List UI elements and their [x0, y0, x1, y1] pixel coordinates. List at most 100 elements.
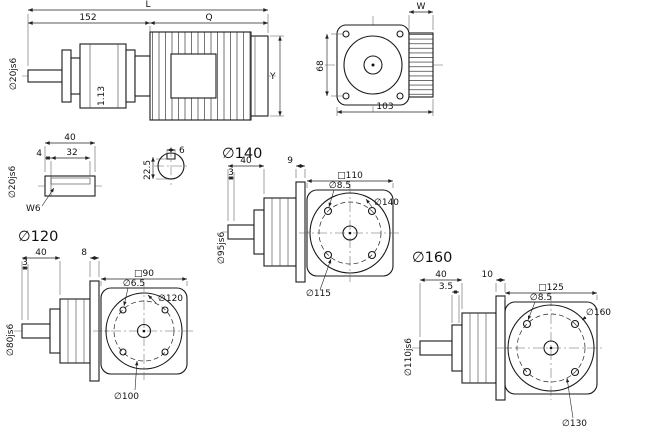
- shaft-body: [44, 175, 96, 197]
- dim-outer: ∅120: [158, 294, 183, 304]
- ext-lines: [21, 261, 100, 320]
- dim-outer: ∅140: [374, 198, 399, 208]
- dim-width: 6: [179, 146, 185, 156]
- dim-3: 3: [22, 258, 28, 268]
- ext-lines-square: [504, 295, 598, 300]
- ext-lines: [419, 283, 506, 337]
- ext-lines-square: [306, 183, 394, 188]
- dim-spigot: ∅110js6: [404, 338, 414, 376]
- outer-leader: [147, 294, 157, 304]
- dim-40: 40: [435, 270, 447, 280]
- bolt-hole: [396, 92, 404, 100]
- hub: [451, 324, 463, 372]
- motor-rear-view: W 68 103: [316, 2, 446, 116]
- flange-120-group: ∅120 40 8 3 ∅80js6 □90 ∅6.5 ∅120 ∅100: [6, 229, 195, 402]
- shaft-circle: [136, 323, 152, 339]
- fan-cover: [250, 35, 269, 117]
- bolt-hole: [570, 367, 580, 377]
- dim-bolt-hole: ∅6.5: [123, 279, 145, 289]
- key-label: W6: [26, 204, 41, 214]
- dim-outer: ∅160: [586, 308, 611, 318]
- dim-35: 3.5: [439, 282, 453, 292]
- shaft-circle: [342, 225, 358, 241]
- bolt-circle-leader: [134, 360, 139, 391]
- dim-bolt-circle: ∅115: [306, 289, 331, 299]
- outer-leader: [365, 198, 373, 208]
- input-shaft: [419, 340, 453, 356]
- bolt-hole: [570, 319, 580, 329]
- shaft-hub: [70, 57, 81, 95]
- dim-32: 32: [66, 148, 77, 158]
- key-leader: [41, 187, 55, 207]
- motor-nameplate: [170, 53, 217, 99]
- dim-square: □90: [134, 269, 154, 279]
- bolt-hole: [396, 30, 404, 38]
- dim-68: 68: [316, 60, 326, 72]
- bolt-hole: [119, 306, 127, 314]
- dim-square: □110: [337, 171, 363, 181]
- terminal-fins: [408, 32, 434, 98]
- dim-spigot: ∅95js6: [217, 232, 227, 264]
- bolt-hole: [522, 319, 532, 329]
- dim-bolt-circle: ∅130: [562, 419, 587, 429]
- dim-Q: Q: [205, 13, 212, 23]
- dim-40: 40: [64, 133, 76, 143]
- dim-103: 103: [376, 102, 393, 112]
- dim-bolt-circle: ∅100: [114, 392, 139, 402]
- ext-lines-68: [331, 33, 343, 97]
- adapter-neck: [134, 55, 151, 97]
- dim-L: L: [145, 0, 150, 10]
- dim-4: 4: [36, 149, 42, 159]
- dim-bolt-hole: ∅8.5: [530, 293, 552, 303]
- bolt-circle: [113, 300, 175, 362]
- bolt-hole: [119, 348, 127, 356]
- ext-lines: [44, 146, 96, 176]
- ext-lines: [156, 149, 176, 180]
- shaft-circle: [543, 340, 559, 356]
- flange-140-title: ∅140: [222, 146, 262, 162]
- keyway-slot: [166, 153, 176, 160]
- flange-160-title: ∅160: [412, 250, 452, 266]
- dim-W: W: [417, 2, 426, 12]
- ext-lines: [227, 169, 306, 221]
- dim-bolt-hole: ∅8.5: [329, 181, 351, 191]
- body-ribs: [469, 313, 487, 383]
- dim-152: 152: [79, 13, 96, 23]
- dim-depth: 22.5: [143, 160, 153, 180]
- bolt-circle-leader: [565, 377, 574, 419]
- bolt-hole: [323, 206, 333, 216]
- shaft-detail-view: 40 4 32 ∅20js6 W6: [8, 133, 104, 214]
- dim-mid: 1.13: [97, 86, 107, 106]
- dim-square: □125: [538, 283, 564, 293]
- dim-9: 9: [287, 156, 293, 166]
- dim-8: 8: [81, 248, 87, 258]
- flange-140-group: ∅140 40 9 3 ∅95js6 □110 ∅8.5 ∅140 ∅115: [217, 146, 401, 299]
- bolt-hole: [323, 250, 333, 260]
- bolt-hole-leader: [123, 287, 129, 307]
- keyway: [50, 177, 91, 185]
- output-shaft: [27, 69, 63, 83]
- bolt-hole: [367, 206, 377, 216]
- dim-Y: Y: [269, 72, 276, 82]
- bolt-hole: [161, 306, 169, 314]
- dim-40: 40: [35, 248, 47, 258]
- hub: [49, 308, 61, 354]
- center-dot: [371, 63, 375, 67]
- gear-body: [59, 298, 91, 364]
- adapter-flange: [125, 49, 136, 103]
- dim-shaft-dia: ∅20js6: [9, 58, 19, 90]
- outer-circle: [507, 304, 595, 392]
- body-ribs: [271, 198, 289, 266]
- outer-circle: [309, 192, 391, 274]
- dim-shaft-dia: ∅20js6: [8, 166, 18, 198]
- bolt-hole: [367, 250, 377, 260]
- dim-10: 10: [482, 270, 494, 280]
- outer-circle: [105, 292, 183, 370]
- dim-40: 40: [240, 156, 252, 166]
- ext-lines: [27, 14, 269, 66]
- ext-lines-W: [408, 15, 434, 30]
- flange-plate: [295, 181, 306, 283]
- bolt-hole-leader: [328, 189, 335, 208]
- input-shaft: [227, 224, 255, 240]
